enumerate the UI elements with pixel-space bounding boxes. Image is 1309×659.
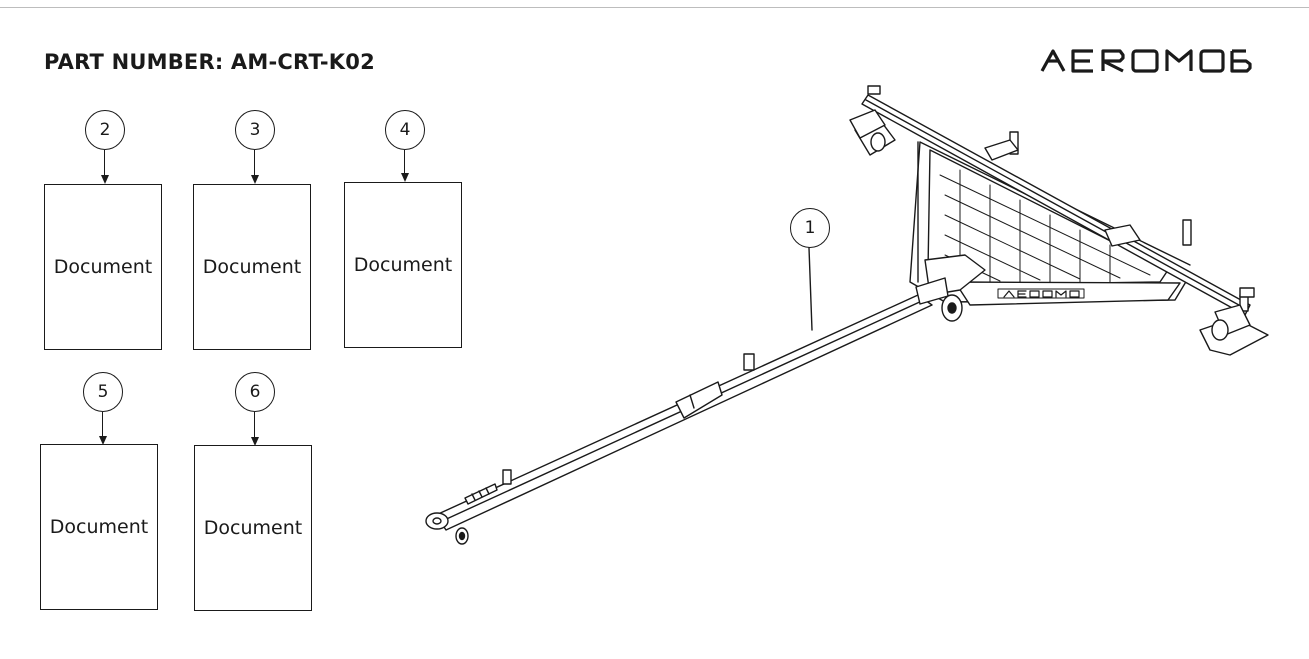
aeromob-logo: AEROMOB (1040, 46, 1252, 76)
logo-glyphs-icon (1040, 49, 1252, 73)
document-box[interactable]: Document (40, 444, 158, 610)
caster-wheel (915, 254, 986, 322)
leader-line (102, 412, 104, 436)
tow-bar (435, 294, 933, 531)
document-box[interactable]: Document (193, 184, 311, 350)
arrow-icon (101, 175, 109, 184)
arrow-icon (251, 437, 259, 446)
callout-3: 3 (235, 110, 275, 150)
document-box[interactable]: Document (44, 184, 162, 350)
leader-line (104, 150, 106, 175)
arrow-icon (99, 436, 107, 445)
leader-line (254, 412, 256, 437)
triangle-frame (909, 137, 1191, 306)
mount-block (984, 139, 1019, 161)
document-box[interactable]: Document (344, 182, 462, 348)
callout-4: 4 (385, 110, 425, 150)
document-box[interactable]: Document (194, 445, 312, 611)
arrow-icon (251, 175, 259, 184)
leader-line (254, 150, 256, 175)
callout-1: 1 (790, 208, 830, 248)
arrow-icon (401, 173, 409, 182)
clamp-left (849, 85, 896, 156)
leader-line (404, 150, 406, 173)
callout-6: 6 (235, 372, 275, 412)
tow-eye (425, 512, 469, 545)
part-number-title: PART NUMBER: AM-CRT-K02 (44, 50, 375, 74)
clamp-right (1199, 287, 1269, 356)
callout-2: 2 (85, 110, 125, 150)
callout-5: 5 (83, 372, 123, 412)
leader-line (808, 247, 813, 331)
mount-block (1104, 224, 1141, 247)
sheet-border-line (0, 7, 1309, 8)
